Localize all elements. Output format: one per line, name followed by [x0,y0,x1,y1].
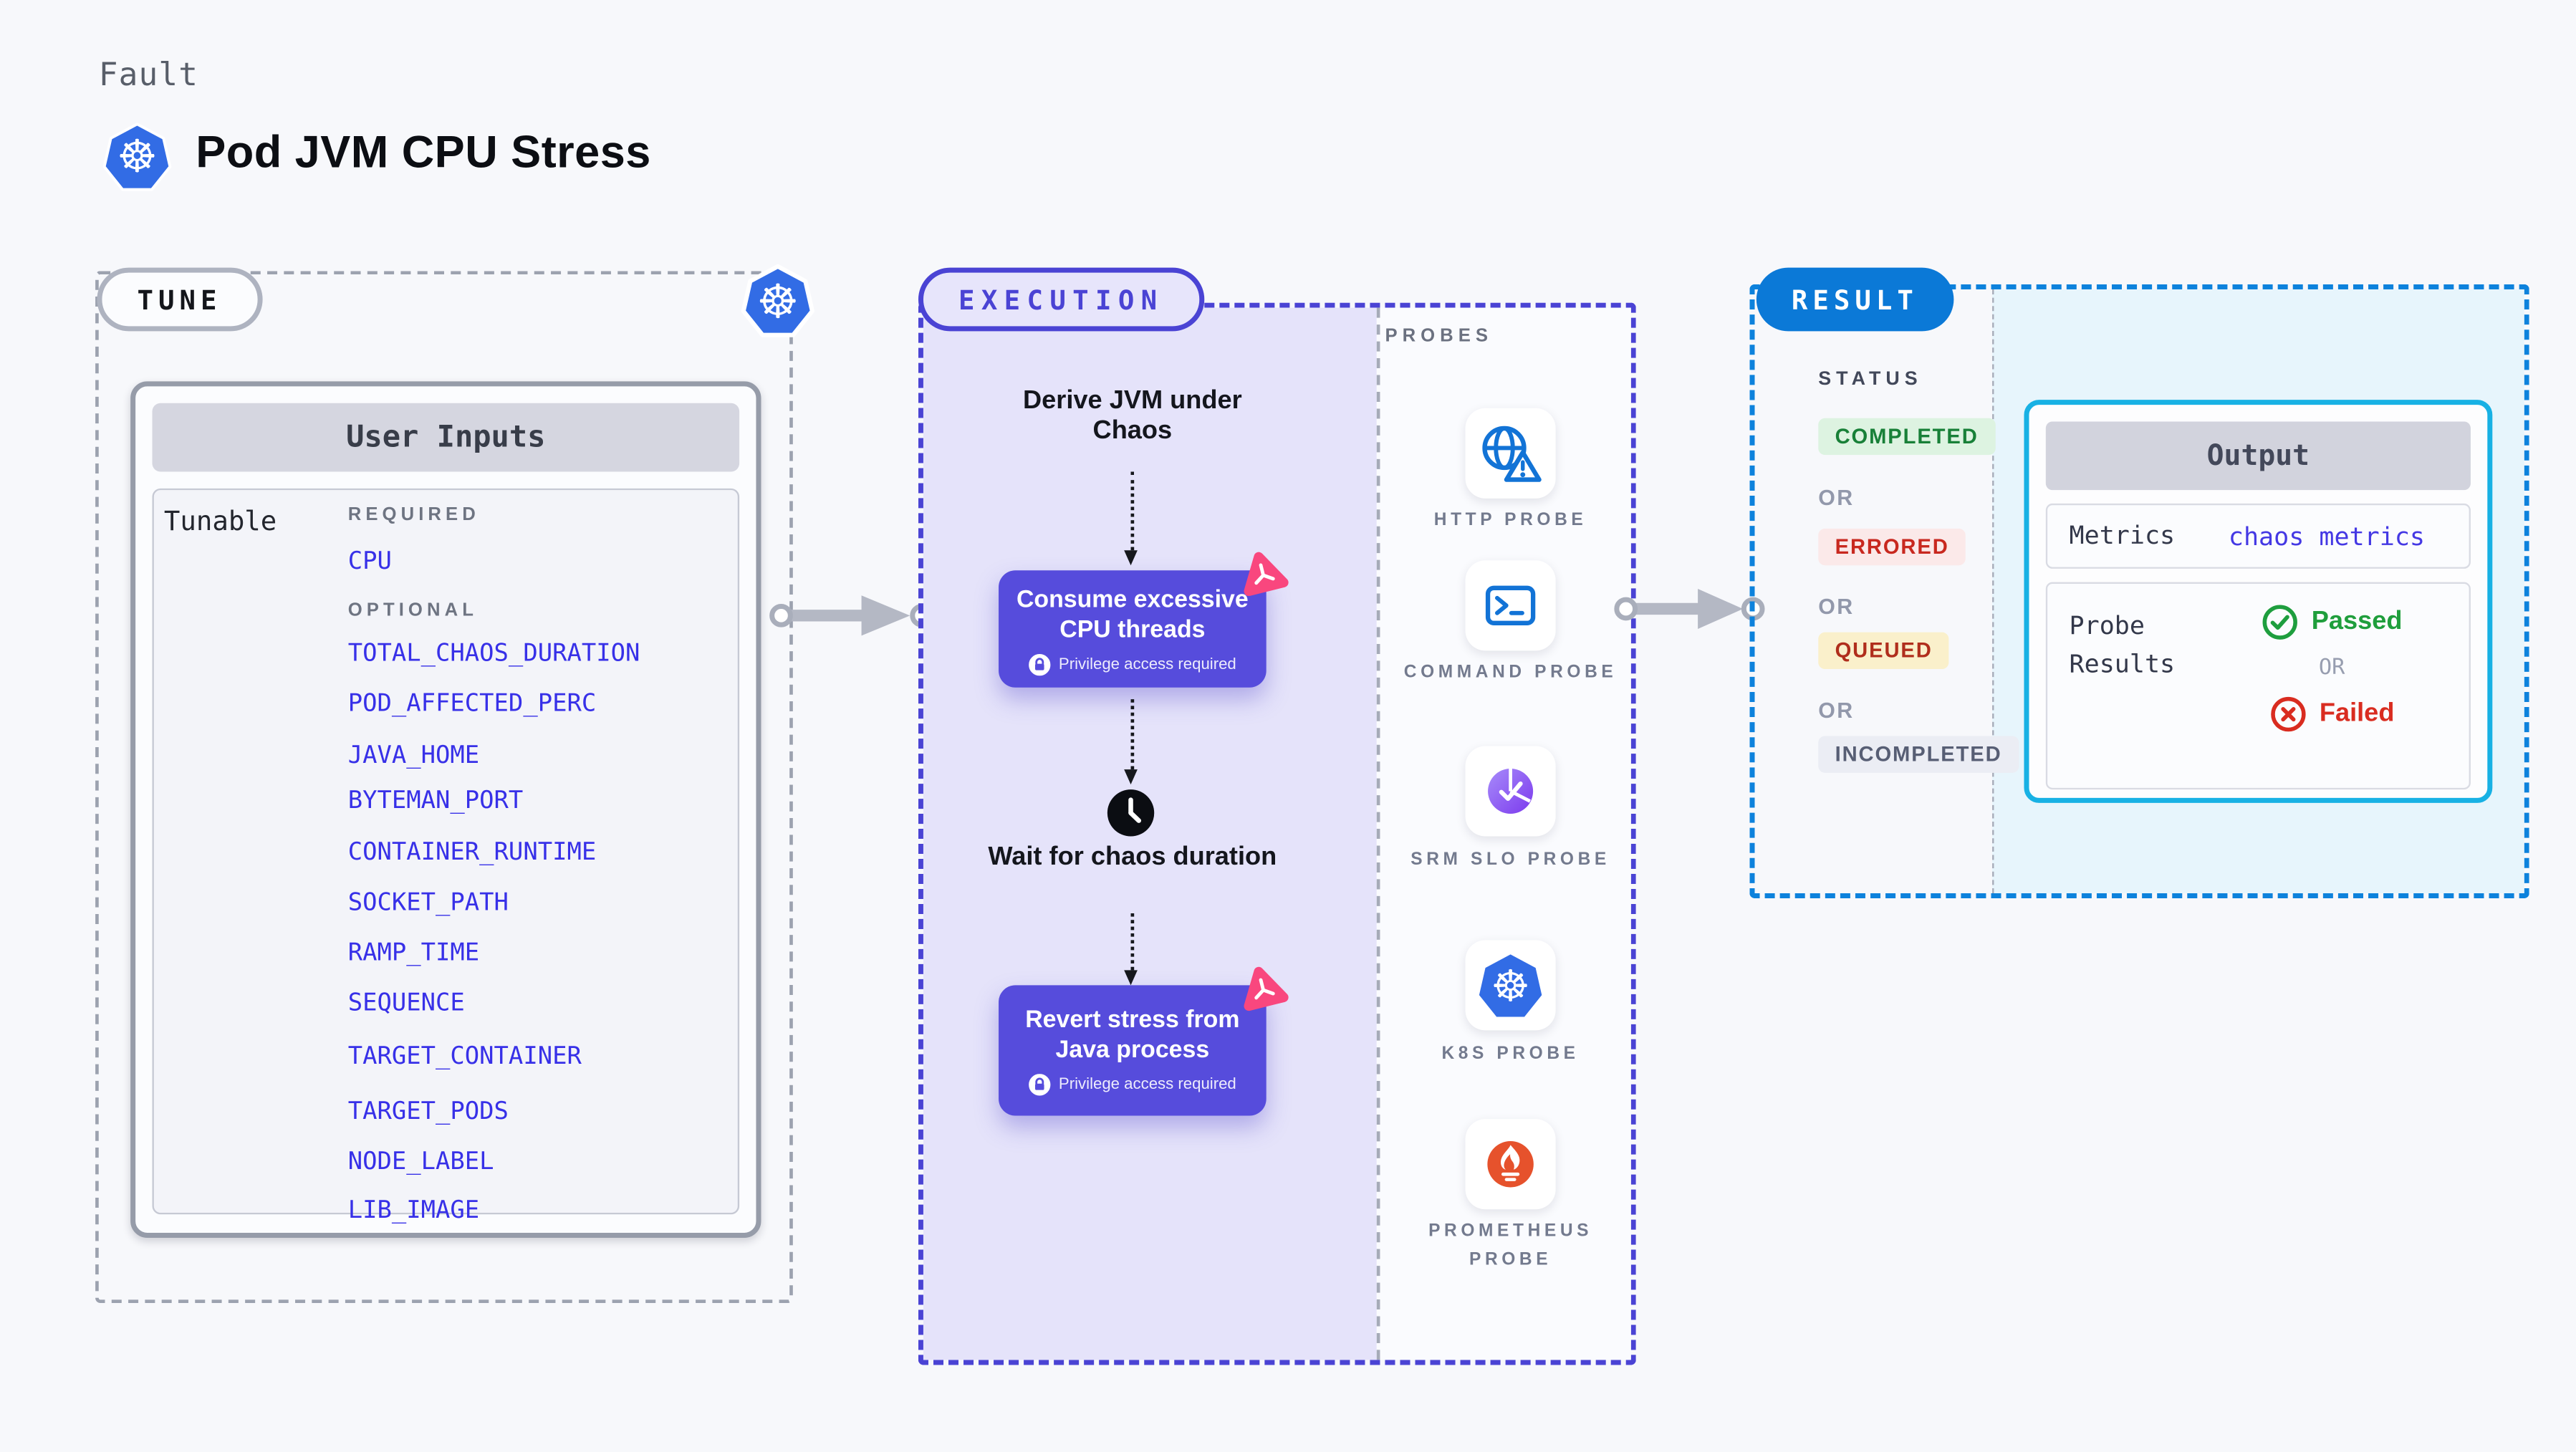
privilege-note: Privilege access required [1058,656,1236,675]
or-label: OR [2318,655,2345,681]
or-label: OR [1818,697,1855,723]
status-badge-queued: QUEUED [1818,632,1950,670]
tunable-label: Tunable [163,505,277,537]
srm-slo-probe-card [1465,746,1556,837]
tunable-item: JAVA_HOME [347,741,480,769]
x-circle-icon [2270,696,2305,732]
kubernetes-icon: ☸ [1477,952,1544,1019]
user-inputs-panel: User Inputs Tunable REQUIRED CPU OPTIONA… [130,381,761,1238]
dotted-arrow-icon [1124,913,1138,986]
globe-alert-icon [1482,425,1542,482]
flow-arrow-execution-to-result [1614,588,1765,629]
dotted-arrow-icon [1124,471,1138,566]
tune-section [95,271,793,1304]
clock-icon [1107,789,1155,837]
metrics-row: Metrics chaos metrics [2045,503,2471,569]
action-revert-stress: Revert stress from Java process Privileg… [999,966,1289,1116]
step-derive-jvm: Derive JVM under Chaos [1022,386,1242,446]
probe-results-label: Probe Results [2069,610,2176,678]
chaos-pinwheel-icon [1233,958,1294,1019]
user-inputs-body [152,488,740,1215]
tune-badge: TUNE [97,267,262,332]
probe-label: SRM SLO PROBE [1410,850,1610,870]
tunable-item: POD_AFFECTED_PERC [347,691,597,718]
optional-label: OPTIONAL [347,600,478,621]
action-title: Consume excessive CPU threads [1016,587,1249,644]
step-wait-duration: Wait for chaos duration [988,842,1277,872]
metrics-label: Metrics [2069,520,2176,551]
output-title: Output [2045,421,2471,491]
lock-icon [1028,654,1051,677]
tunable-item: SOCKET_PATH [347,890,509,917]
result-badge: RESULT [1756,267,1953,332]
tunable-item: RAMP_TIME [347,940,480,967]
action-title: Revert stress from Java process [1025,1006,1240,1064]
kubernetes-icon: ☸ [102,120,172,192]
execution-badge: EXECUTION [918,267,1204,332]
command-probe-card [1465,560,1556,651]
tunable-item: BYTEMAN_PORT [347,787,524,815]
tunable-item: CPU [347,548,392,576]
probe-label: COMMAND PROBE [1403,662,1618,683]
lock-icon [1028,1074,1051,1097]
tunable-item: TARGET_PODS [347,1099,509,1126]
check-circle-icon [2262,605,2297,640]
tunable-item: CONTAINER_RUNTIME [347,840,597,867]
passed-label: Passed [2311,607,2403,636]
probes-label: PROBES [1385,326,1494,347]
status-badge-completed: COMPLETED [1818,418,1996,456]
required-label: REQUIRED [347,505,480,526]
execution-flow-area [923,307,1377,1360]
or-label: OR [1818,485,1855,511]
probe-label: PROMETHEUS PROBE [1428,1221,1593,1269]
probe-label: HTTP PROBE [1433,510,1587,531]
flow-arrow-tune-to-execution [769,595,933,636]
tunable-item: SEQUENCE [347,990,465,1017]
page-title: Pod JVM CPU Stress [196,127,651,178]
status-badge-incompleted: INCOMPLETED [1818,736,2019,773]
metrics-value: chaos metrics [2228,521,2426,552]
action-consume-cpu: Consume excessive CPU threads Privilege … [999,552,1289,688]
tunable-item: TARGET_CONTAINER [347,1044,582,1071]
slo-gauge-icon [1488,768,1534,814]
tunable-item: NODE_LABEL [347,1149,494,1176]
kubernetes-icon: ☸ [741,263,814,338]
user-inputs-title: User Inputs [152,403,740,472]
status-label: STATUS [1818,370,1923,390]
probe-label: K8S PROBE [1441,1044,1580,1064]
tunable-item: TOTAL_CHAOS_DURATION [347,640,640,668]
privilege-note: Privilege access required [1058,1076,1236,1095]
output-card: Output Metrics chaos metrics Probe Resul… [2024,400,2493,803]
status-badge-errored: ERRORED [1818,528,1966,566]
k8s-probe-card: ☸ [1465,940,1556,1031]
prometheus-probe-card [1465,1119,1556,1210]
terminal-icon [1485,585,1536,625]
fault-kicker: Fault [98,57,199,94]
or-label: OR [1818,593,1855,619]
chaos-pinwheel-icon [1233,543,1294,604]
probe-results-row: Probe Results Passed OR Faile [2045,582,2471,790]
failed-label: Failed [2319,699,2395,728]
tunable-item: LIB_IMAGE [347,1197,480,1225]
http-probe-card [1465,408,1556,499]
dotted-arrow-icon [1124,699,1138,785]
prometheus-icon [1487,1141,1534,1188]
